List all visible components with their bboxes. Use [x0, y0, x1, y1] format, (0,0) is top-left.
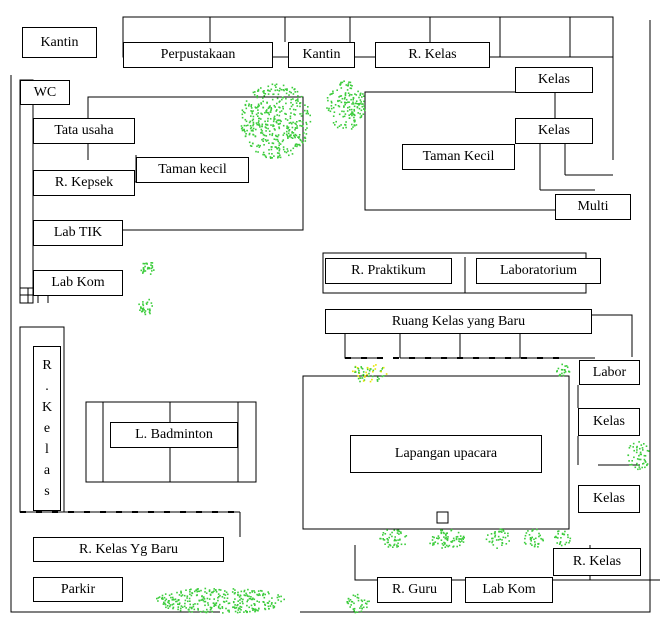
lapangan-upacara: Lapangan upacara: [350, 435, 542, 473]
r-kelas-letter: R: [42, 357, 52, 373]
l-badminton: L. Badminton: [110, 422, 238, 448]
field-outline: [302, 375, 570, 530]
r-kelas-bottom-right: R. Kelas: [553, 548, 641, 576]
tree-cluster-6: [627, 441, 650, 471]
tree-cluster-7: [379, 529, 408, 548]
tata-usaha: Tata usaha: [33, 118, 135, 144]
lab-kom-bottom: Lab Kom: [465, 577, 553, 603]
parkir: Parkir: [33, 577, 123, 602]
r-guru: R. Guru: [377, 577, 452, 603]
tree-cluster-3: [138, 298, 153, 316]
ruang-kelas-baru: Ruang Kelas yang Baru: [325, 309, 592, 334]
tree-cluster-5: [556, 363, 571, 377]
r-praktikum: R. Praktikum: [325, 258, 452, 284]
kelas-right-1: Kelas: [515, 67, 593, 93]
r-kepsek: R. Kepsek: [33, 170, 135, 196]
lab-kom-left: Lab Kom: [33, 270, 123, 296]
taman-kecil-right: Taman Kecil: [402, 144, 515, 170]
labor: Labor: [579, 360, 640, 385]
admin-block: [87, 96, 304, 231]
tree-cluster-4: [352, 364, 388, 383]
kantin-top: Kantin: [288, 42, 355, 68]
taman-kecil-left: Taman kecil: [136, 157, 249, 183]
tree-cluster-1: [326, 80, 366, 130]
outer-boundary-right: [300, 20, 651, 613]
kantin-top-left: Kantin: [22, 27, 97, 58]
r-kelas-yg-baru: R. Kelas Yg Baru: [33, 537, 224, 562]
kelas-east-2: Kelas: [578, 485, 640, 513]
left-wing-wall: [19, 79, 34, 304]
multi: Multi: [555, 194, 631, 220]
r-kelas-letter: s: [44, 483, 50, 499]
r-kelas-letter: a: [43, 462, 51, 478]
wc: WC: [20, 80, 70, 105]
r-kelas-letter: e: [43, 420, 51, 436]
flag-pole-base: [436, 511, 449, 524]
tree-cluster-11: [554, 530, 572, 547]
courtyard-block: [364, 91, 555, 211]
badminton-court: [85, 401, 257, 483]
tree-cluster-9: [485, 528, 510, 549]
laboratorium: Laboratorium: [476, 258, 601, 284]
top-building: [122, 16, 614, 58]
kelas-right-2: Kelas: [515, 118, 593, 144]
outer-boundary: [10, 75, 220, 613]
tree-cluster-2: [140, 262, 155, 275]
perpustakaan: Perpustakaan: [123, 42, 273, 68]
tree-cluster-13: [346, 593, 370, 614]
tree-cluster-10: [523, 528, 544, 548]
r-kelas-letter: K: [41, 399, 53, 415]
tree-cluster-0: [240, 83, 312, 159]
new-classroom-units: [344, 333, 380, 359]
tree-cluster-12: [156, 587, 285, 614]
r-kelas-letter: .: [45, 378, 49, 394]
lab-tik: Lab TIK: [33, 220, 123, 246]
south-building: [354, 545, 377, 581]
tree-cluster-8: [429, 528, 465, 549]
kelas-east-1: Kelas: [578, 408, 640, 436]
r-kelas-vertical: R . K e l a s: [33, 346, 61, 511]
r-kelas-top: R. Kelas: [375, 42, 490, 68]
trees-layer: [138, 80, 650, 614]
r-kelas-letter: l: [45, 441, 49, 457]
